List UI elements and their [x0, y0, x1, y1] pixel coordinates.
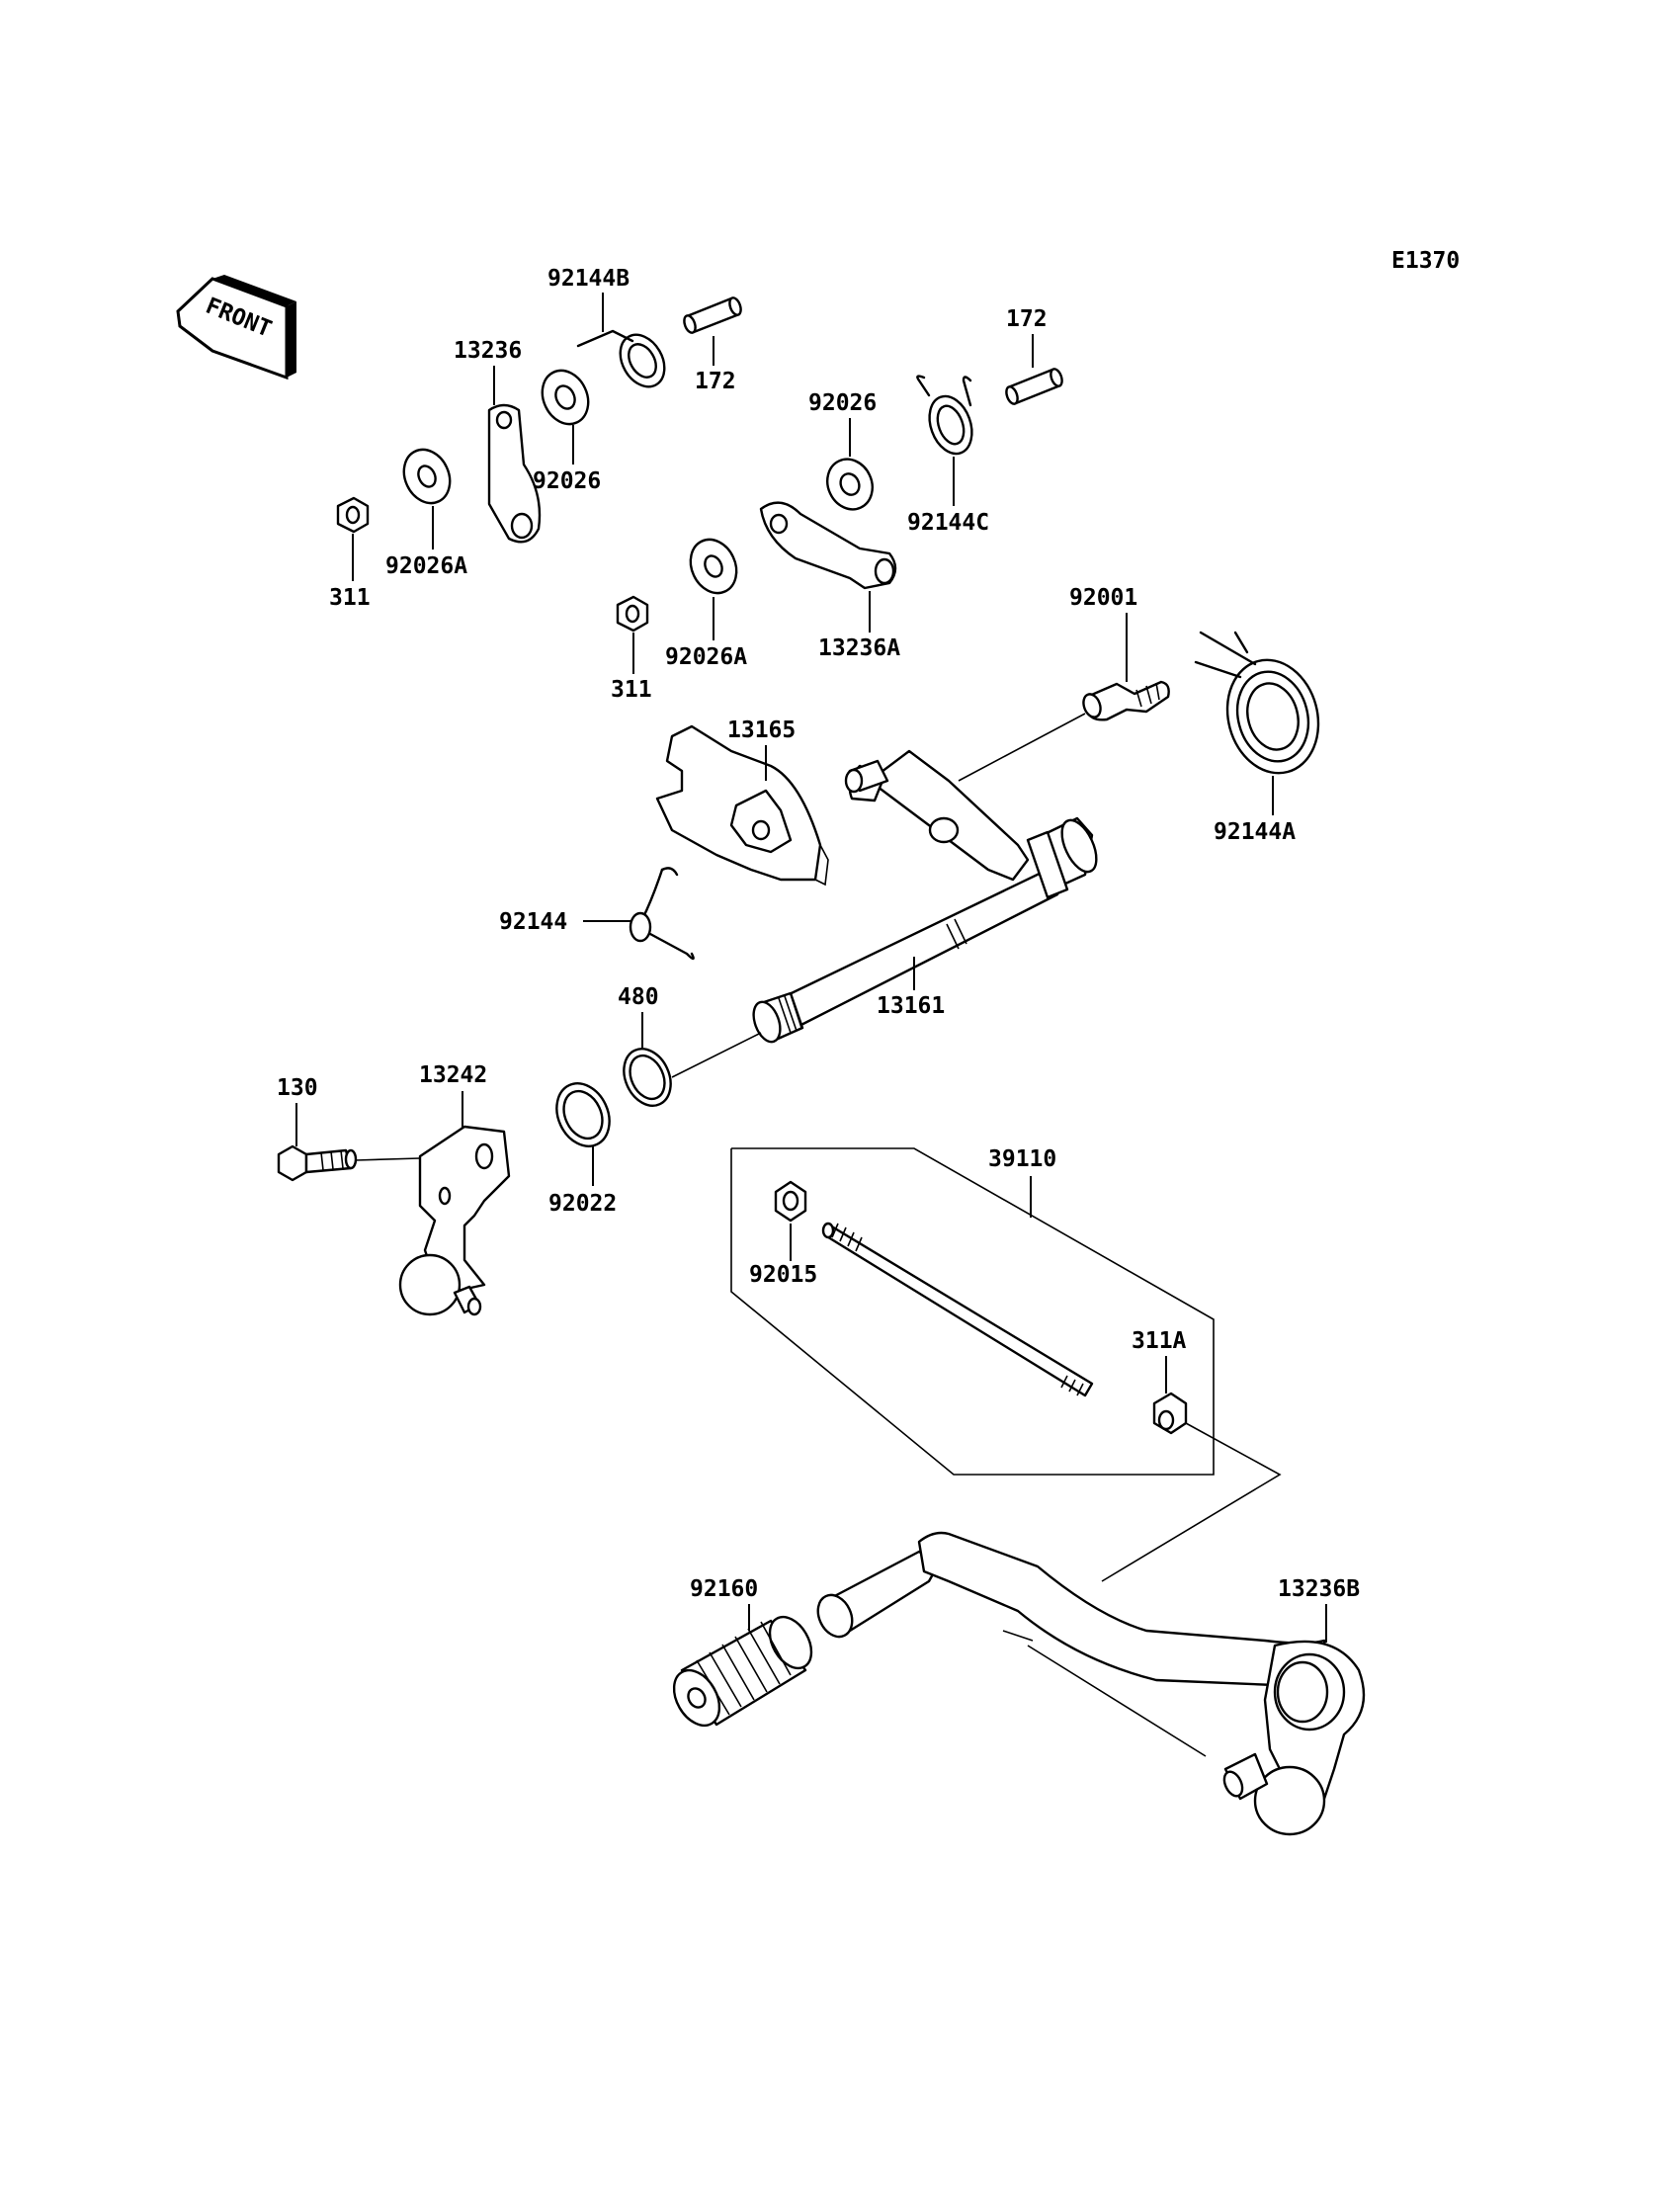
nut-311-a: [336, 496, 370, 534]
label-39110: 39110: [988, 1146, 1056, 1172]
pin-172-a: [683, 296, 742, 334]
bolt-130: [277, 1144, 358, 1182]
washer-92026A-b: [689, 538, 738, 595]
spring-92144A: [1194, 631, 1320, 775]
pedal-rubber-92160: [672, 1615, 813, 1728]
nut-92015: [774, 1180, 807, 1223]
label-92022: 92022: [548, 1191, 617, 1217]
nut-311-b: [616, 595, 649, 633]
label-13236A: 13236A: [818, 635, 900, 661]
label-130: 130: [277, 1075, 318, 1101]
label-13161: 13161: [877, 993, 945, 1019]
label-311-b: 311: [611, 677, 652, 703]
plate-13165: [655, 724, 829, 887]
washer-92026-a: [541, 369, 590, 426]
circlip-480: [623, 1048, 672, 1107]
label-172-b: 172: [1006, 306, 1048, 332]
lever-13236: [487, 403, 542, 544]
spring-92144: [629, 867, 695, 961]
spring-92144C: [916, 375, 973, 456]
tie-rod: [821, 1222, 1094, 1397]
label-13236: 13236: [454, 338, 522, 364]
label-92026-b: 92026: [808, 390, 877, 416]
diagram-code: E1370: [1391, 248, 1460, 274]
label-92026A-a: 92026A: [385, 553, 467, 579]
front-arrow-icon: FRONT: [176, 275, 296, 380]
pedal-lever-13236B: [816, 1531, 1366, 1836]
lever-13236A: [759, 501, 897, 590]
spring-92144B: [576, 329, 666, 388]
label-13236B: 13236B: [1278, 1576, 1360, 1602]
label-92160: 92160: [690, 1576, 758, 1602]
label-13165: 13165: [727, 718, 796, 743]
assembly-frame-39110: [730, 1147, 1215, 1476]
bolt-92001: [1082, 680, 1170, 721]
label-92015: 92015: [749, 1262, 817, 1288]
label-92144A: 92144A: [1214, 819, 1296, 845]
nut-311A: [1152, 1392, 1188, 1435]
lever-13242: [398, 1125, 511, 1316]
label-92144: 92144: [499, 909, 567, 935]
shaft-13161: [752, 749, 1098, 1044]
label-480: 480: [618, 984, 659, 1010]
washer-92026-b: [826, 458, 874, 511]
label-172-a: 172: [695, 369, 736, 394]
label-92026-a: 92026: [533, 468, 601, 494]
label-92144C: 92144C: [907, 510, 989, 536]
label-13242: 13242: [419, 1062, 487, 1088]
washer-92026A-a: [402, 448, 452, 505]
pin-172-b: [1005, 368, 1063, 405]
label-311-a: 311: [329, 585, 371, 611]
label-92001: 92001: [1069, 585, 1137, 611]
label-92026A-b: 92026A: [665, 644, 747, 670]
washer-92022: [555, 1082, 611, 1147]
label-92144B: 92144B: [547, 266, 630, 292]
label-311A: 311A: [1132, 1328, 1187, 1354]
